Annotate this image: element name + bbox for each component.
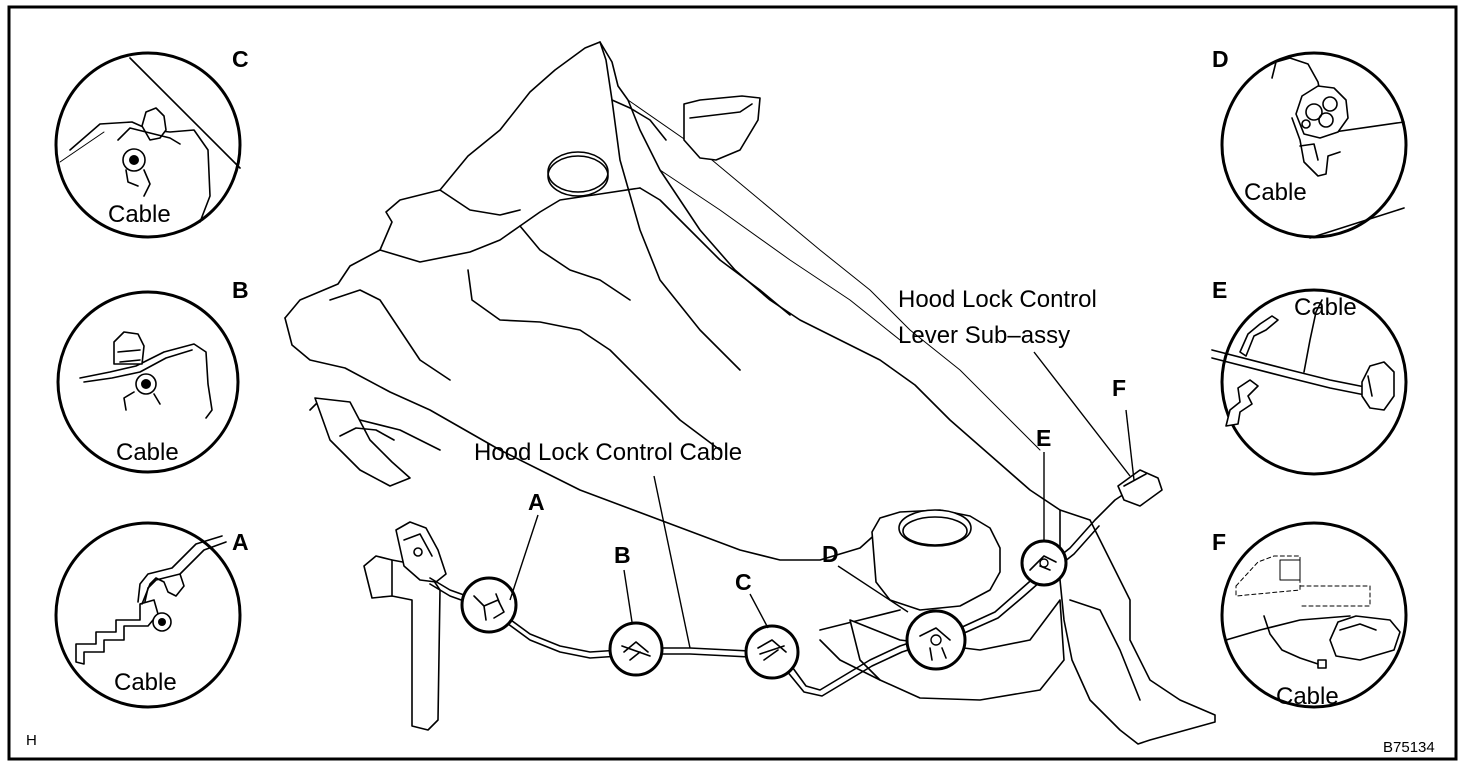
point-label-b: B (614, 542, 631, 568)
detail-e-caption: Cable (1294, 294, 1357, 321)
page-letter: H (26, 732, 37, 749)
detail-f-caption: Cable (1276, 683, 1339, 710)
clamp-circle-c (744, 624, 800, 680)
clamp-circle-b (608, 621, 664, 677)
main-labels: Hood Lock Control Cable Hood Lock Contro… (474, 286, 1126, 595)
point-label-d: D (822, 541, 839, 567)
detail-b-caption: Cable (116, 439, 179, 466)
detail-c-letter: C (232, 46, 249, 72)
detail-f: F Cable (1212, 521, 1408, 710)
detail-d-letter: D (1212, 46, 1229, 72)
hood-lock-control-cable-label: Hood Lock Control Cable (474, 439, 742, 466)
figure-code: B75134 (1383, 739, 1435, 756)
detail-e: E Cable (1211, 277, 1408, 476)
point-label-a: A (528, 489, 545, 515)
leader-lines (509, 351, 1135, 649)
clamp-callouts-on-vehicle (460, 539, 1068, 680)
detail-c: C Cable (54, 46, 249, 239)
detail-a-caption: Cable (114, 669, 177, 696)
lever-label-line-2: Lever Sub–assy (898, 322, 1070, 349)
lever-label-line-1: Hood Lock Control (898, 286, 1097, 313)
vehicle-body-illustration (284, 41, 1216, 745)
detail-b: B Cable (56, 277, 249, 474)
detail-a-letter: A (232, 529, 249, 555)
detail-b-letter: B (232, 277, 249, 303)
detail-e-letter: E (1212, 277, 1227, 303)
point-label-e: E (1036, 425, 1051, 451)
detail-f-letter: F (1212, 529, 1226, 555)
clamp-circle-a (460, 576, 518, 634)
detail-c-caption: Cable (108, 201, 171, 228)
point-label-f: F (1112, 375, 1126, 401)
detail-d-caption: Cable (1244, 179, 1307, 206)
detail-a: A Cable (54, 521, 249, 709)
hood-lock-control-lever (1117, 469, 1163, 507)
point-label-c: C (735, 569, 752, 595)
detail-d: D Cable (1212, 46, 1408, 239)
